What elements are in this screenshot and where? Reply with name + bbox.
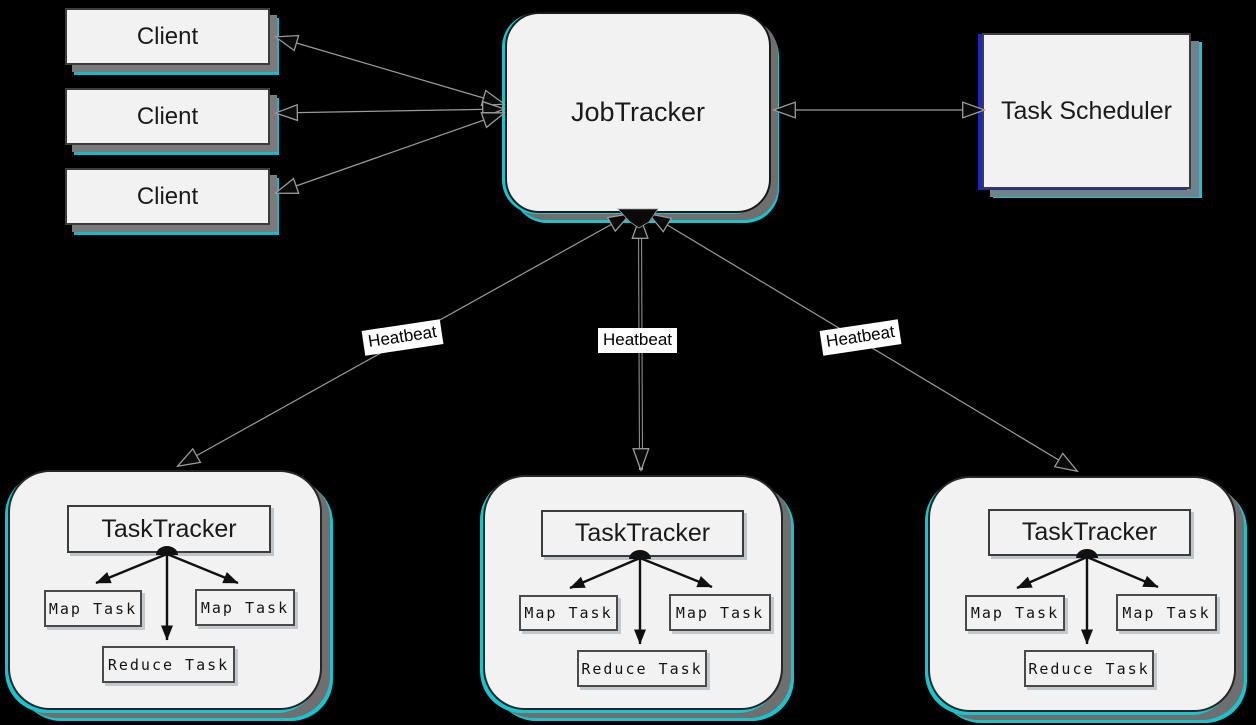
tasktracker-label: TaskTracker xyxy=(574,519,711,547)
tasktracker-group-3: TaskTracker Map Task Map Task Reduce Tas… xyxy=(928,476,1236,712)
tasktracker-label: TaskTracker xyxy=(1021,518,1158,546)
map-task-label: Map Task xyxy=(48,599,138,618)
map-task-node: Map Task xyxy=(1116,594,1217,631)
map-task-node: Map Task xyxy=(965,595,1065,631)
reduce-task-label: Reduce Task xyxy=(581,659,703,678)
heartbeat-label-middle: Heatbeat xyxy=(598,328,677,353)
tasktracker-group-1: TaskTracker Map Task Map Task Reduce Tas… xyxy=(8,470,322,710)
tasktracker-group-2: TaskTracker Map Task Map Task Reduce Tas… xyxy=(483,475,783,710)
reduce-task-node: Reduce Task xyxy=(1024,650,1154,687)
client-node-1: Client xyxy=(65,8,270,65)
map-task-node: Map Task xyxy=(669,594,771,631)
client-label: Client xyxy=(136,102,199,130)
reduce-task-node: Reduce Task xyxy=(102,646,235,683)
task-scheduler-node: Task Scheduler xyxy=(982,33,1191,189)
tasktracker-node: TaskTracker xyxy=(67,505,271,553)
client-node-3: Client xyxy=(65,168,270,225)
map-task-node: Map Task xyxy=(44,590,142,627)
map-task-node: Map Task xyxy=(519,595,618,631)
tasktracker-node: TaskTracker xyxy=(988,509,1191,556)
client-node-2: Client xyxy=(65,88,270,145)
reduce-task-node: Reduce Task xyxy=(577,650,707,687)
map-task-label: Map Task xyxy=(675,603,765,622)
heartbeat-label-left: Heatbeat xyxy=(361,319,444,356)
reduce-task-label: Reduce Task xyxy=(1028,659,1150,678)
client-jobtracker-links xyxy=(276,37,504,193)
heartbeat-label-right: Heatbeat xyxy=(819,319,902,356)
client-label: Client xyxy=(136,182,199,210)
jobtracker-label: JobTracker xyxy=(570,97,706,127)
map-task-label: Map Task xyxy=(200,598,290,617)
reduce-task-label: Reduce Task xyxy=(107,655,230,674)
map-task-label: Map Task xyxy=(970,604,1060,622)
map-task-node: Map Task xyxy=(195,589,295,626)
jobtracker-node: JobTracker xyxy=(505,12,771,213)
task-scheduler-label: Task Scheduler xyxy=(1001,96,1172,125)
tasktracker-label: TaskTracker xyxy=(101,514,237,543)
map-task-label: Map Task xyxy=(524,604,613,622)
tasktracker-node: TaskTracker xyxy=(541,510,744,557)
map-task-label: Map Task xyxy=(1122,603,1211,622)
client-label: Client xyxy=(136,22,199,50)
